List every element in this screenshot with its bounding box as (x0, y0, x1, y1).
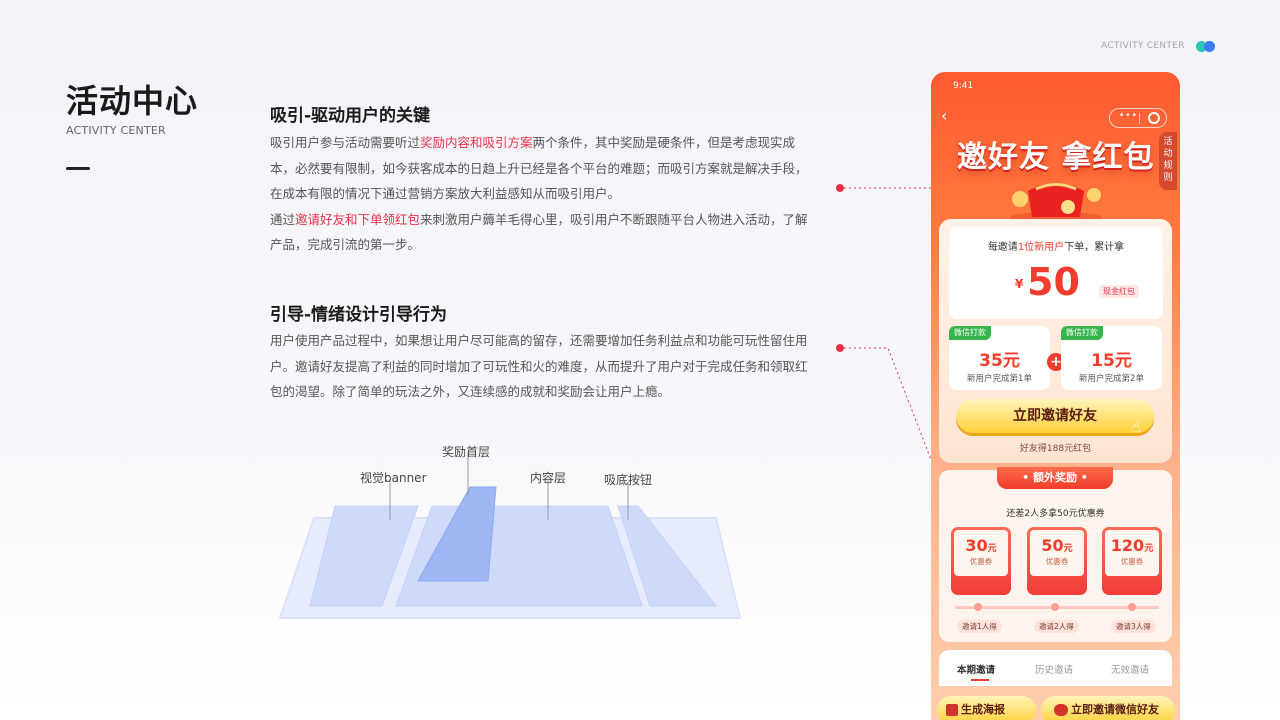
poster-button-label: 生成海报 (961, 703, 1005, 716)
more-icon[interactable]: ••• (1119, 111, 1138, 121)
progress-node (1128, 603, 1136, 611)
s1-text: 通过 (270, 211, 296, 227)
coupon-type: 优惠券 (969, 557, 993, 566)
rules-char: 规 (1163, 161, 1173, 171)
label-content-layer: 内容层 (530, 471, 567, 485)
s1-highlight: 邀请好友和下单领红包 (295, 211, 421, 227)
poster-icon (946, 704, 958, 716)
step-label: 邀请3人得 (1111, 620, 1156, 633)
annotation-connectors (836, 184, 950, 507)
invite-tabs: 本期邀请 历史邀请 无效邀请 (939, 650, 1172, 686)
extra-reward-title: 额外奖励 (1033, 471, 1077, 484)
layer-diagram (279, 452, 741, 619)
coupon-unit: 元 (1063, 544, 1073, 554)
wechat-pay-tag: 微信打款 (1061, 326, 1103, 340)
top-tag: ACTIVITY CENTER (1101, 41, 1185, 51)
s1-text: 来刺激用户薅羊毛得心里，吸引用户不断跟随平台人物进入活动，了解产品，完成引流的第… (270, 211, 808, 253)
generate-poster-button[interactable]: 生成海报 (937, 696, 1036, 720)
friend-bonus-text: 好友得188元红包 (1019, 444, 1092, 454)
extra-reward-caption: 还差2人多拿50元优惠券 (1006, 509, 1105, 519)
section1-paragraph: 吸引用户参与活动需要听过奖励内容和吸引方案两个条件，其中奖励是硬条件，但是考虑现… (270, 130, 818, 258)
title-divider (66, 167, 90, 170)
sub-reward-1: 微信打款 35元 新用户完成第1单 (949, 326, 1050, 390)
reward-caption-text: 下单，累计拿 (1064, 242, 1125, 253)
sub-reward-label: 新用户完成第2单 (1079, 374, 1144, 384)
coupon-type: 优惠券 (1045, 557, 1069, 566)
tab-underline (971, 679, 989, 681)
extra-reward-card: • 额外奖励 • 还差2人多拿50元优惠券 30元优惠券 50元优惠券 120元… (939, 467, 1172, 642)
plus-icon: + (1047, 353, 1065, 371)
coupon-unit: 元 (987, 544, 997, 554)
gift-bag-icon (1010, 183, 1102, 222)
reward-amount: 50 (1027, 260, 1080, 304)
coupon-unit: 元 (1144, 544, 1154, 554)
status-time: 9:41 (953, 81, 974, 91)
layer-bottom-button (617, 505, 718, 607)
s1-text: 吸引用户参与活动需要听过 (270, 135, 421, 150)
section1-heading: 吸引-驱动用户的关键 (270, 106, 431, 126)
label-reward-layer: 奖励首层 (442, 445, 491, 459)
layer-reward (417, 486, 497, 582)
phone-mockup: 9:41 ‹ ••• 邀好友 拿红包 活 动 规 则 每邀请1位新用户下单，累计… (931, 72, 1180, 720)
coupon-card[interactable]: 30元优惠券 (951, 527, 1011, 595)
hero-title: 邀好友 拿红包 (957, 140, 1155, 175)
label-bottom-button: 吸底按钮 (604, 473, 653, 487)
sub-reward-2: 微信打款 15元 新用户完成第2单 (1061, 326, 1162, 390)
section2-paragraph: 用户使用产品过程中，如果想让用户尽可能高的留存，还需要增加任务利益点和功能可玩性… (270, 333, 808, 399)
coupon-card[interactable]: 50元优惠券 (1027, 527, 1087, 595)
coupon-amount: 120 (1110, 536, 1145, 555)
s1-highlight: 奖励内容和吸引方案 (420, 135, 533, 150)
progress-node (1051, 603, 1059, 611)
brand-dots-icon (1196, 41, 1218, 52)
rules-char: 活 (1163, 137, 1173, 147)
rules-char: 动 (1163, 149, 1173, 159)
rules-char: 则 (1163, 173, 1173, 183)
step-label: 邀请2人得 (1034, 620, 1079, 633)
mini-program-capsule[interactable]: ••• (1109, 108, 1167, 128)
connector-dot (836, 184, 844, 192)
step-label: 邀请1人得 (957, 620, 1002, 633)
back-arrow-icon[interactable]: ‹ (941, 106, 948, 125)
progress-node (974, 603, 982, 611)
extra-reward-ribbon: • 额外奖励 • (997, 467, 1113, 489)
reward-ticket: 每邀请1位新用户下单，累计拿 ¥ 50 现金红包 (949, 227, 1163, 319)
s1-text: 两个条件，其中奖励是硬条件，但是考虑现实成本，必然要有限制，如今获客成本的日趋上… (270, 135, 808, 201)
sub-reward-label: 新用户完成第1单 (967, 374, 1032, 384)
coupon-type: 优惠券 (1120, 557, 1144, 566)
tab-history-invites[interactable]: 历史邀请 (1035, 665, 1074, 676)
wechat-pay-tag: 微信打款 (949, 326, 991, 340)
tab-invalid-invites[interactable]: 无效邀请 (1111, 665, 1150, 676)
sub-reward-amount: 15元 (1091, 351, 1132, 371)
capsule-divider (1139, 113, 1140, 124)
page-title: 活动中心 (66, 82, 199, 120)
close-circle-icon[interactable] (1148, 112, 1160, 124)
page-subtitle: ACTIVITY CENTER (66, 124, 166, 137)
wechat-button-label: 立即邀请微信好友 (1071, 703, 1159, 716)
currency-symbol: ¥ (1015, 277, 1024, 291)
cash-red-packet-tag: 现金红包 (1099, 285, 1139, 298)
tab-current-invites[interactable]: 本期邀请 (957, 665, 996, 676)
label-visual-banner: 视觉banner (360, 471, 427, 485)
reward-caption-text: 每邀请 (987, 242, 1018, 253)
reward-caption: 每邀请1位新用户下单，累计拿 (949, 238, 1163, 253)
connector-dot (836, 344, 844, 352)
invite-friends-button[interactable]: 立即邀请好友 (956, 399, 1154, 433)
wechat-icon (1054, 704, 1068, 716)
coupon-card[interactable]: 120元优惠券 (1102, 527, 1162, 595)
reward-caption-highlight: 1位新用户 (1017, 242, 1065, 253)
coupon-amount: 50 (1041, 536, 1064, 555)
coupon-amount: 30 (965, 536, 988, 555)
sub-reward-amount: 35元 (979, 351, 1020, 371)
section2-heading: 引导-情绪设计引导行为 (270, 305, 448, 325)
rules-tab[interactable]: 活 动 规 则 (1159, 132, 1177, 190)
invite-wechat-button[interactable]: 立即邀请微信好友 (1041, 696, 1175, 720)
pointing-hand-icon: ☝ (1131, 417, 1141, 436)
reward-card: 每邀请1位新用户下单，累计拿 ¥ 50 现金红包 微信打款 35元 新用户完成第… (939, 219, 1172, 463)
